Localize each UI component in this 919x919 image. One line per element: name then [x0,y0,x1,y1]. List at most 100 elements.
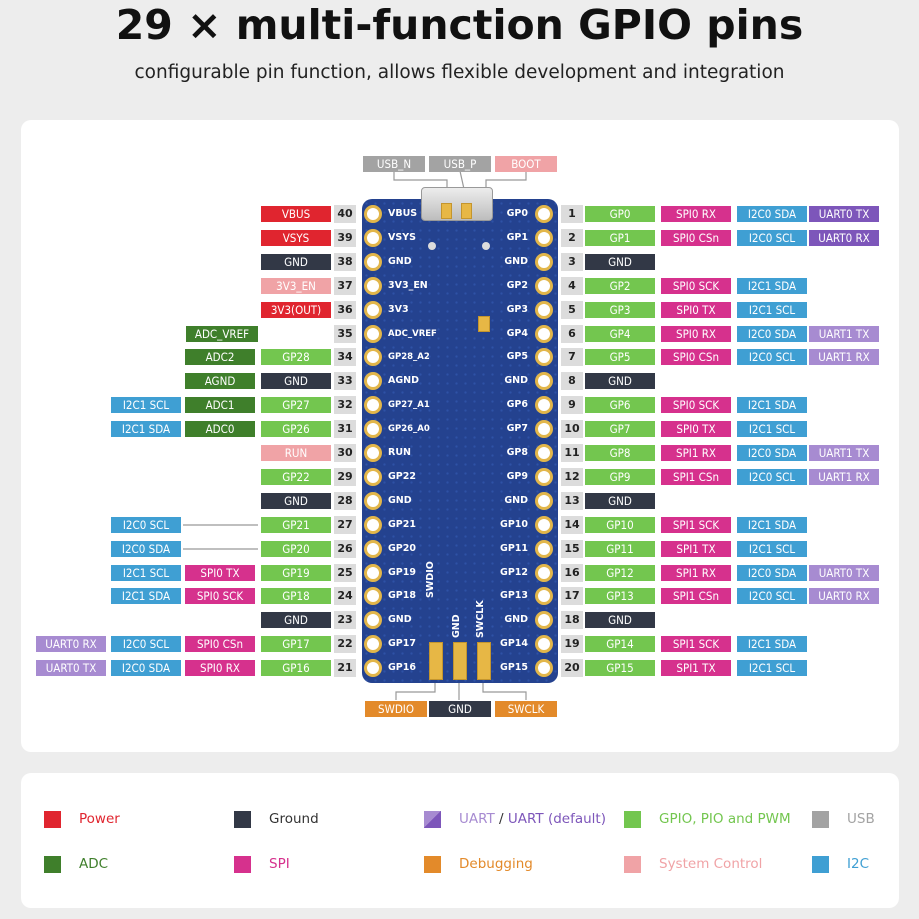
pin-function-label: I2C1 SDA [737,636,807,653]
legend-swatch-uart [424,811,441,828]
pin-function-label: GP7 [585,421,655,438]
pin-pad [364,252,382,271]
pin-function-label: GND [585,492,655,509]
mount-dot [482,242,490,250]
pin-silkscreen: GP5 [506,351,528,363]
pin-function-label: SPI0 RX [661,206,731,222]
pin-function-label: SPI1 RX [661,445,731,461]
pin-number: 35 [334,324,356,343]
pin-function-label: SPI0 SCK [661,277,731,294]
pin-pad [535,228,553,247]
pin-function-label: AGND [185,373,255,390]
legend-text: SPI [269,856,290,872]
board-silk-swdio: SWDIO [425,561,436,598]
pin-pad [364,491,382,510]
pin-pad [535,587,553,606]
pin-silkscreen: AGND [388,375,419,387]
pin-silkscreen: VSYS [388,231,416,243]
pin-function-label: GP17 [261,636,331,653]
pin-number: 12 [561,467,583,486]
bottom-label-swdio: SWDIO [365,701,427,717]
pin-function-label: GP15 [585,660,655,677]
pin-number: 40 [334,205,356,223]
pin-number: 28 [334,491,356,510]
pin-silkscreen: GP17 [388,638,416,650]
pin-function-label: GP9 [585,468,655,485]
pin-function-label: UART0 TX [809,564,879,581]
pin-function-label: I2C0 SDA [737,445,807,461]
pin-silkscreen: GP12 [500,566,528,578]
page-title: 29 × multi-function GPIO pins [115,1,804,49]
pin-pad [364,611,382,630]
legend-swatch-spi [234,856,251,873]
pin-silkscreen: GND [388,255,412,267]
pin-number: 10 [561,420,583,439]
pin-pad [535,372,553,391]
pin-number: 8 [561,372,583,391]
pin-silkscreen: GP19 [388,566,416,578]
pin-function-label: I2C0 SCL [737,349,807,366]
pin-silkscreen: RUN [388,447,411,458]
legend-swatch-usb [812,811,829,828]
pin-number: 22 [334,635,356,654]
pin-function-label: GP0 [585,206,655,222]
pin-function-label: SPI0 TX [185,564,255,581]
pin-pad [364,444,382,462]
pin-silkscreen: GP18 [388,590,416,602]
top-label-boot: BOOT [495,156,557,172]
boot-pad [478,316,490,332]
pin-function-label: I2C1 SCL [737,421,807,438]
legend-label-adc: ADC [79,855,108,873]
pin-function-label: SPI0 SCK [185,588,255,605]
pin-function-label: UART1 TX [809,325,879,342]
pin-function-label: GP14 [585,636,655,653]
pin-function-label: VBUS [261,206,331,222]
pin-pad [364,659,382,678]
top-label-usb-n: USB_N [363,156,425,172]
pin-function-label: I2C0 SDA [737,206,807,222]
pin-silkscreen: GP0 [506,208,528,219]
pin-function-label: I2C1 SCL [111,397,181,414]
page-subtitle: configurable pin function, allows flexib… [134,62,785,83]
gnd-debug-pad [453,642,467,680]
pin-function-label: I2C1 SDA [737,277,807,294]
pin-function-label: GP12 [585,564,655,581]
legend-text: ADC [79,856,109,872]
pin-function-label: GND [261,253,331,270]
legend-label-i2c: I2C [847,855,869,873]
legend-swatch-ground [234,811,251,828]
pin-pad [535,324,553,343]
pin-silkscreen: GND [388,614,412,626]
legend-label-ground: Ground [269,810,319,828]
pin-number: 32 [334,396,356,415]
pin-number: 23 [334,611,356,630]
pin-number: 33 [334,372,356,391]
pin-pad [535,467,553,486]
pin-function-label: GND [585,253,655,270]
pin-function-label: I2C0 SDA [737,325,807,342]
pin-pad [364,276,382,295]
pin-silkscreen: GP8 [506,447,528,458]
pin-silkscreen: GND [504,494,528,506]
pin-pad [535,205,553,223]
pin-function-label: VSYS [261,229,331,246]
pin-function-label: GP19 [261,564,331,581]
pin-pad [535,635,553,654]
pin-function-label: GND [585,612,655,629]
pin-function-label: 3V3_EN [261,277,331,294]
pin-pad [535,563,553,582]
pin-function-label: GP28 [261,349,331,366]
pin-function-label: SPI0 RX [185,660,255,677]
pin-number: 3 [561,252,583,271]
pin-function-label: UART1 TX [809,445,879,461]
pin-function-label: GP18 [261,588,331,605]
pin-pad [535,252,553,271]
pin-function-label: SPI1 SCK [661,636,731,653]
legend-text: UART [459,811,495,827]
pin-function-label: ADC2 [185,349,255,366]
pin-pad [364,467,382,486]
legend-text: Debugging [459,856,533,872]
legend-label-gpio: GPIO, PIO and PWM [659,810,791,828]
pin-function-label: UART0 RX [36,636,106,653]
pin-function-label: ADC0 [185,421,255,438]
